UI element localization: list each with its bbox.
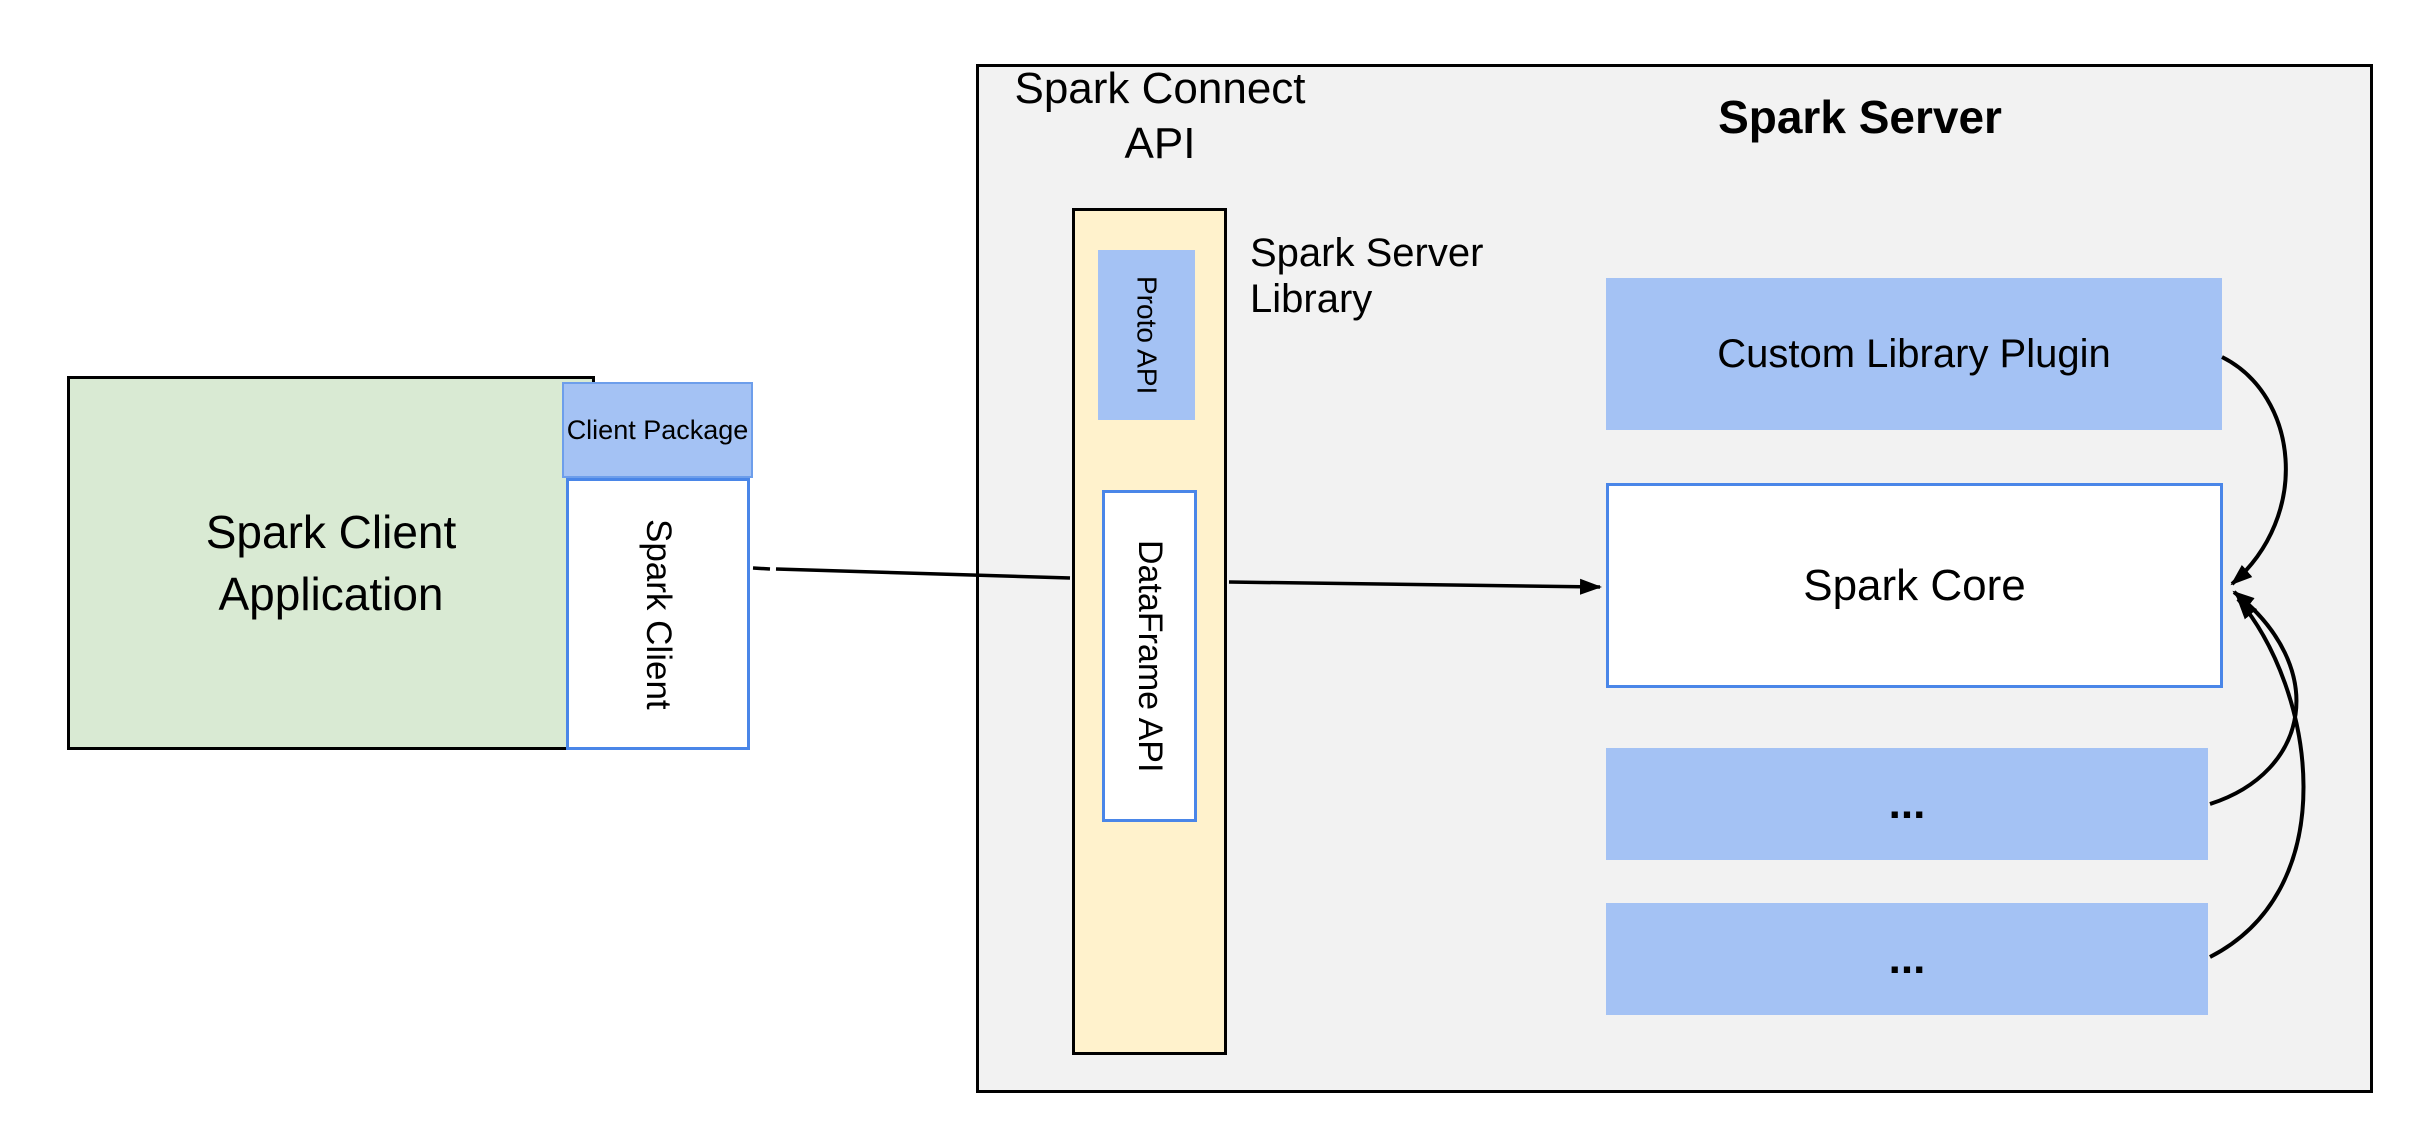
spark-client-box: Spark Client: [566, 478, 750, 750]
extension-box-1: ...: [1606, 748, 2208, 860]
arrow-client-to-core-dash: [752, 566, 771, 571]
dataframe-api-box: DataFrame API: [1102, 490, 1197, 822]
custom-library-plugin-box: Custom Library Plugin: [1606, 278, 2222, 430]
spark-client-label: Spark Client: [639, 518, 678, 710]
spark-server-library-label: Spark Server Library: [1250, 231, 1484, 321]
custom-library-plugin-label: Custom Library Plugin: [1717, 331, 2111, 376]
extension-box-2-label: ...: [1888, 934, 1926, 983]
dataframe-api-label: DataFrame API: [1131, 539, 1169, 773]
spark-core-label: Spark Core: [1803, 560, 2026, 610]
extension-box-2: ...: [1606, 903, 2208, 1015]
proto-api-box: Proto API: [1098, 250, 1195, 420]
spark-connect-api-label: Spark Connect API: [1014, 64, 1306, 168]
spark-client-application-box: Spark Client Application: [67, 376, 595, 750]
client-package-label: Client Package: [566, 415, 749, 445]
spark-core-box: Spark Core: [1606, 483, 2223, 688]
extension-box-1-label: ...: [1888, 779, 1926, 828]
spark-server-title: Spark Server: [1718, 91, 2002, 143]
client-package-box: Client Package: [562, 382, 753, 478]
spark-client-application-label: Spark Client Application: [205, 506, 457, 620]
proto-api-label: Proto API: [1131, 275, 1163, 395]
